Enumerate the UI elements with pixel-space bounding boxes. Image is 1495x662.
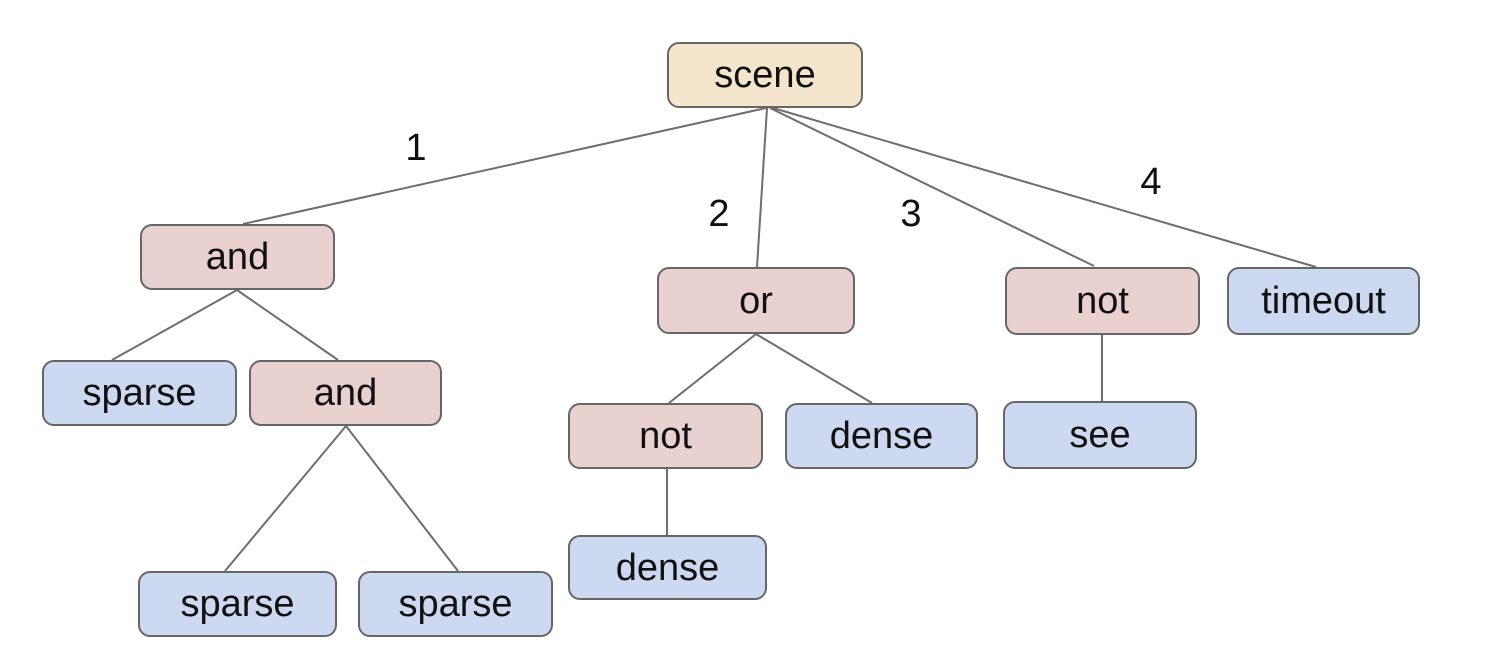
node-not-1: not [1005, 267, 1200, 335]
node-sparse-3: sparse [358, 571, 553, 637]
node-sparse-2: sparse [138, 571, 337, 637]
edge-label-4: 4 [1140, 161, 1162, 203]
node-see: see [1003, 401, 1197, 469]
node-dense-2: dense [568, 535, 767, 600]
edge-label-2: 2 [708, 193, 730, 235]
edge-node-scene-to-node-timeout [772, 107, 1317, 268]
node-and-2: and [249, 360, 442, 426]
edge-label-3: 3 [900, 193, 922, 235]
edge-node-and-1-to-node-and-2 [236, 289, 339, 361]
edge-node-and-2-to-node-sparse-2 [224, 425, 347, 572]
node-and-1: and [140, 224, 335, 290]
node-sparse-1: sparse [42, 360, 237, 426]
edge-node-scene-to-node-and-1 [242, 107, 767, 225]
node-or-1: or [657, 267, 855, 334]
edge-node-and-2-to-node-sparse-3 [345, 425, 459, 572]
edge-node-or-1-to-node-not-2 [668, 333, 757, 404]
edge-node-scene-to-node-or-1 [756, 107, 768, 268]
edge-node-and-1-to-node-sparse-1 [111, 289, 238, 361]
node-not-2: not [568, 403, 763, 469]
edge-node-or-1-to-node-dense-1 [755, 333, 873, 404]
edge-node-scene-to-node-not-1 [769, 107, 1095, 267]
node-dense-1: dense [785, 403, 978, 469]
node-scene: scene [667, 42, 863, 108]
edge-label-1: 1 [405, 127, 427, 169]
node-timeout: timeout [1227, 267, 1420, 335]
